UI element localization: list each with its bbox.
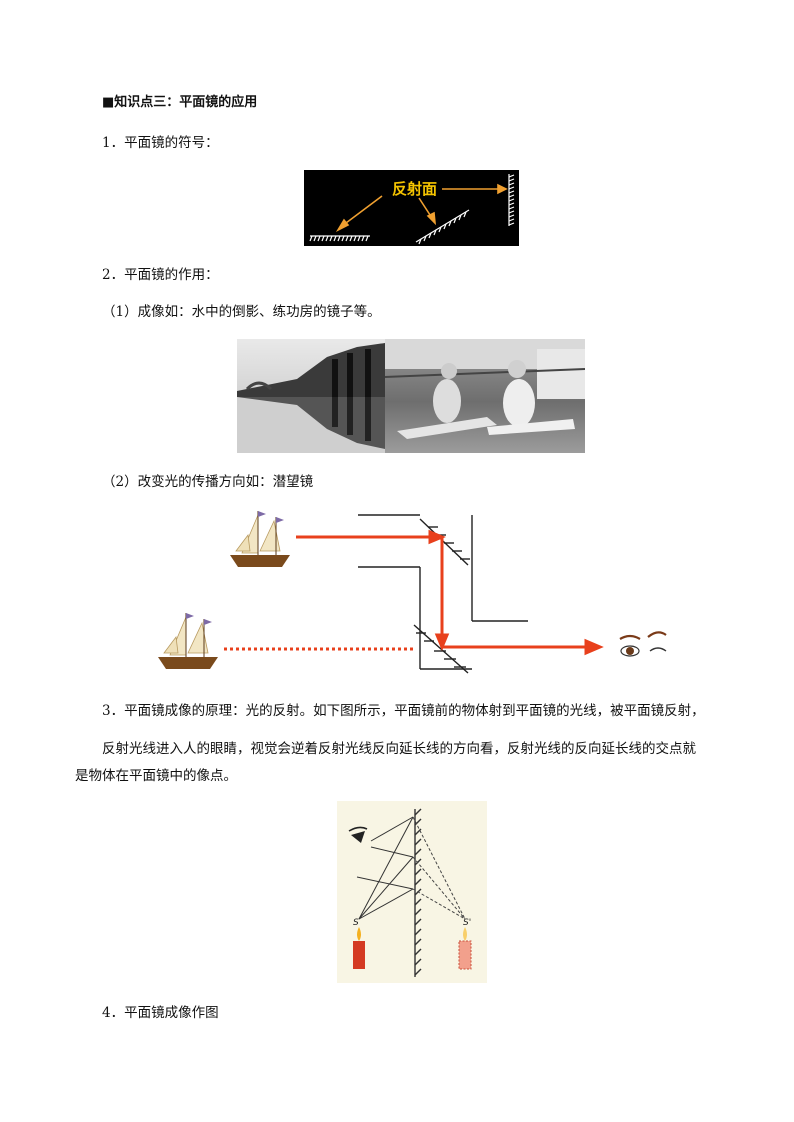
eyes-icon — [619, 631, 667, 657]
boat-bottom-icon — [158, 613, 218, 669]
periscope-tube — [358, 514, 528, 670]
reflective-surface-label: 反射面 — [392, 180, 437, 198]
periscope-bottom-mirror — [413, 624, 469, 674]
flat-mirror-symbol — [309, 235, 370, 242]
image-point-label: S' — [463, 918, 471, 928]
virtual-rays — [412, 816, 466, 920]
candle-icon — [353, 927, 365, 969]
section-title: ■知识点三：平面镜的应用 — [102, 95, 258, 110]
item-2-sub-1: （1）成像如：水中的倒影、练功房的镜子等。 — [102, 304, 381, 320]
boat-top-icon — [230, 511, 290, 567]
mirror-imaging-figure: S S' — [337, 801, 487, 983]
light-path — [296, 529, 604, 656]
item-3-line-2: 反射光线进入人的眼睛，视觉会逆着反射光线反向延长线的方向看，反射光线的反向延长线… — [102, 741, 696, 757]
tilted-mirror-symbol — [415, 209, 470, 245]
reflection-photos — [237, 339, 586, 453]
item-1-text: 1．平面镜的符号： — [102, 135, 219, 151]
item-3-line-1: 3．平面镜成像的原理：光的反射。如下图所示，平面镜前的物体射到平面镜的光线，被平… — [102, 703, 705, 719]
mirror-symbol-figure: 反射面 — [304, 170, 519, 246]
item-4-text: 4．平面镜成像作图 — [102, 1005, 219, 1021]
water-reflection-photo — [237, 339, 385, 453]
candle-image-icon — [458, 927, 472, 970]
vertical-mirror-symbol — [508, 174, 515, 226]
dance-studio-mirror-photo — [384, 339, 586, 453]
periscope-figure — [150, 505, 670, 675]
item-2-text: 2．平面镜的作用： — [102, 267, 219, 283]
light-rays — [356, 816, 414, 920]
periscope-top-mirror — [419, 518, 470, 566]
object-point-label: S — [353, 918, 359, 928]
eye-icon — [348, 826, 368, 843]
item-2-sub-2: （2）改变光的传播方向如：潜望镜 — [102, 474, 314, 490]
figure-background — [304, 170, 519, 246]
item-3-line-3: 是物体在平面镜中的像点。 — [75, 768, 237, 784]
arrow-to-flat-mirror — [341, 195, 383, 227]
